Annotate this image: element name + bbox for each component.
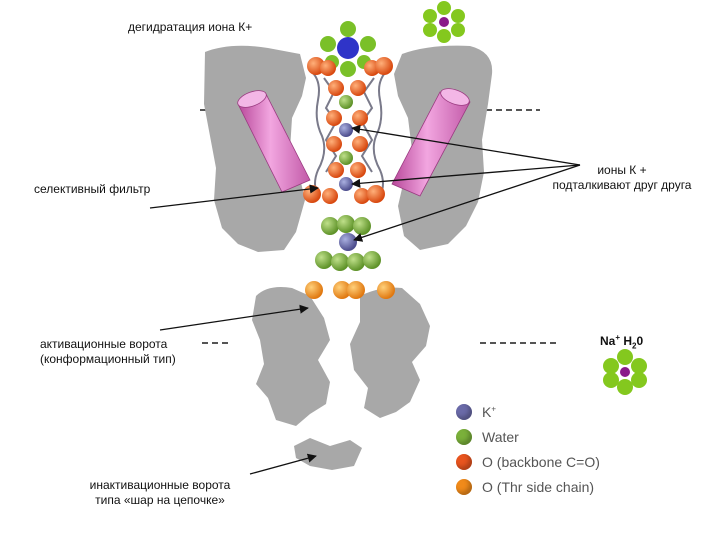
label-activation-gate-line2: (конформационный тип) [40,352,176,366]
label-ions-push-line1: ионы К + [597,163,647,177]
label-activation-gate-line1: активационные ворота [40,337,168,351]
annotation-arrows [149,124,581,475]
legend-label: Water [482,429,519,445]
backbone-oxygen-icon [456,454,472,470]
na-symbol: Na [600,334,616,348]
label-activation-gate: активационные ворота (конформационный ти… [40,337,176,367]
thr-oxygen-row [305,281,395,299]
legend-item: Water [456,426,519,448]
label-inactivation-gate-line2: типа «шар на цепочке» [95,493,225,507]
hydrated-na-ion-top [423,1,465,43]
helix-right [391,88,471,197]
potassium-ion-icon [456,404,472,420]
protein-lower [252,287,430,426]
label-dehydration: дегидратация иона К+ [128,20,253,34]
legend-item: O (Thr side chain) [456,476,594,498]
cavity-ion-cluster [315,215,381,271]
filter-ions [303,57,393,204]
legend-item: O (backbone C=O) [456,451,600,473]
thr-oxygen-icon [456,479,472,495]
na-charge: + [615,333,621,342]
legend-item: K+ [456,401,496,423]
label-selectivity-filter: селективный фильтр [34,182,151,196]
label-inactivation-gate: инактивационные ворота типа «шар на цепо… [60,478,260,508]
inactivation-ball [294,438,362,470]
label-na-h2o: Na+ H20 [600,333,643,350]
o-symbol: 0 [636,334,644,348]
label-ions-push-line2: подталкивают друг друга [552,178,692,192]
legend-label: O (Thr side chain) [482,479,595,495]
hydrated-na-ion [603,349,647,395]
legend-label: K+ [482,404,497,420]
legend-label: O (backbone C=O) [482,454,600,470]
h-subscript: 2 [632,341,637,351]
hydrated-k-ion [320,21,376,77]
label-ions-push: ионы К + подталкивают друг друга [532,163,712,193]
label-inactivation-gate-line1: инактивационные ворота [89,478,231,492]
water-molecule-icon [456,429,472,445]
h-symbol: H [623,334,633,348]
helix-left [237,90,311,193]
